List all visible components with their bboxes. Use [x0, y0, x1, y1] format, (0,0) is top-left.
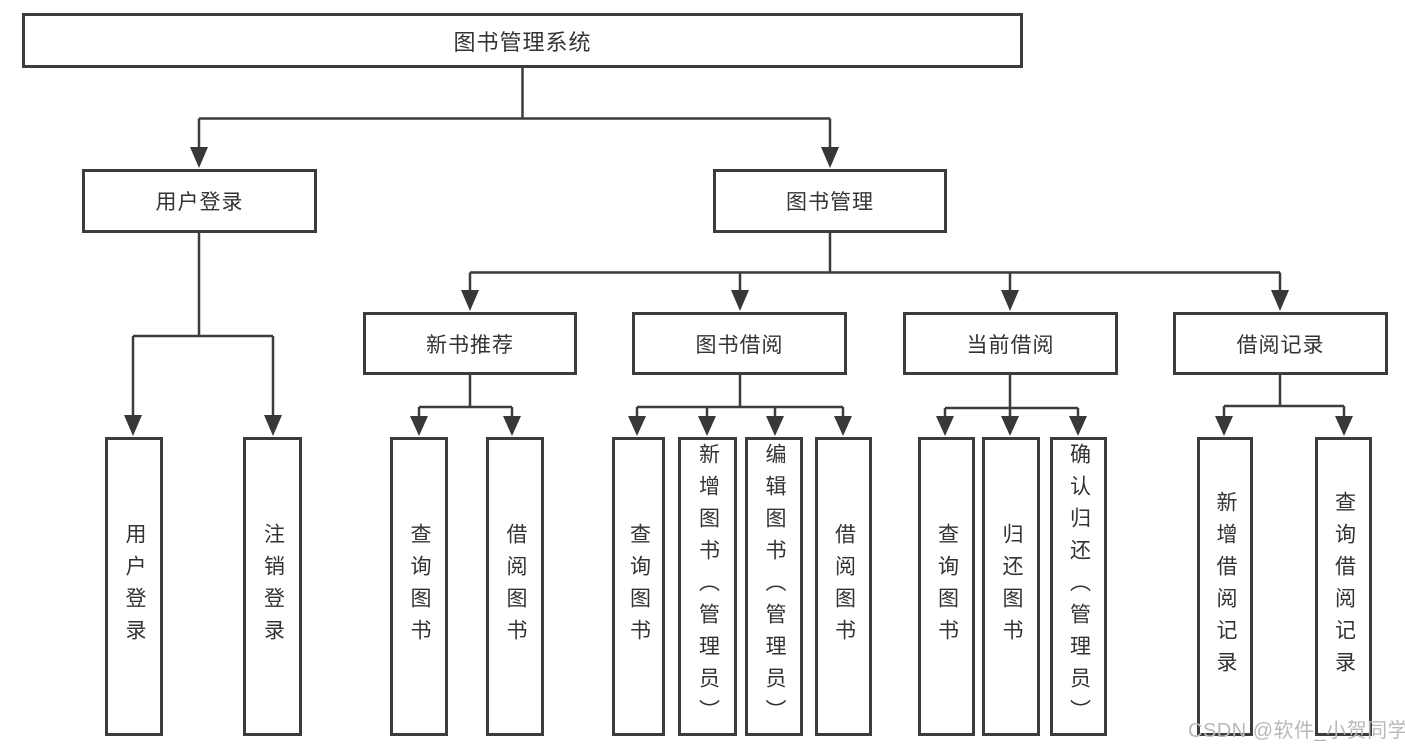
leaf-current-confirm-return-admin-label: 确认归还（管理员）: [1067, 442, 1091, 731]
leaf-current-query-books-label: 查询图书: [935, 522, 959, 651]
leaf-current-return-books-label: 归还图书: [1000, 522, 1024, 651]
leaf-logout: 注销登录: [243, 437, 302, 736]
leaf-borrowing-query-books: 查询图书: [612, 437, 665, 736]
leaf-borrowing-edit-books-admin: 编辑图书（管理员）: [745, 437, 803, 736]
leaf-records-add-borrow-record: 新增借阅记录: [1197, 437, 1253, 736]
leaf-borrowing-borrow-books-label: 借阅图书: [832, 522, 856, 651]
leaf-newbook-query-books-label: 查询图书: [408, 522, 432, 651]
leaf-borrowing-add-books-admin: 新增图书（管理员）: [678, 437, 737, 736]
leaf-user-login: 用户登录: [105, 437, 163, 736]
leaf-borrowing-add-books-admin-label: 新增图书（管理员）: [696, 442, 720, 731]
leaf-records-add-borrow-record-label: 新增借阅记录: [1214, 490, 1238, 683]
leaf-user-login-label: 用户登录: [123, 522, 147, 651]
node-borrow-records: 借阅记录: [1173, 312, 1388, 375]
leaf-borrowing-borrow-books: 借阅图书: [815, 437, 872, 736]
leaf-current-return-books: 归还图书: [982, 437, 1040, 736]
node-user-login: 用户登录: [82, 169, 317, 233]
node-new-book-recommend: 新书推荐: [363, 312, 577, 375]
node-current-borrowing: 当前借阅: [903, 312, 1118, 375]
leaf-records-query-borrow-record: 查询借阅记录: [1315, 437, 1372, 736]
node-book-management: 图书管理: [713, 169, 947, 233]
csdn-watermark: CSDN @软件_小贺同学: [1188, 720, 1405, 742]
leaf-newbook-borrow-books: 借阅图书: [486, 437, 544, 736]
leaf-records-query-borrow-record-label: 查询借阅记录: [1332, 490, 1356, 683]
leaf-logout-label: 注销登录: [261, 522, 285, 651]
leaf-current-confirm-return-admin: 确认归还（管理员）: [1050, 437, 1107, 736]
leaf-borrowing-query-books-label: 查询图书: [627, 522, 651, 651]
node-book-borrowing: 图书借阅: [632, 312, 847, 375]
node-library-management-system: 图书管理系统: [22, 13, 1023, 68]
leaf-newbook-query-books: 查询图书: [390, 437, 448, 736]
leaf-borrowing-edit-books-admin-label: 编辑图书（管理员）: [763, 442, 787, 731]
leaf-newbook-borrow-books-label: 借阅图书: [504, 522, 528, 651]
leaf-current-query-books: 查询图书: [918, 437, 975, 736]
